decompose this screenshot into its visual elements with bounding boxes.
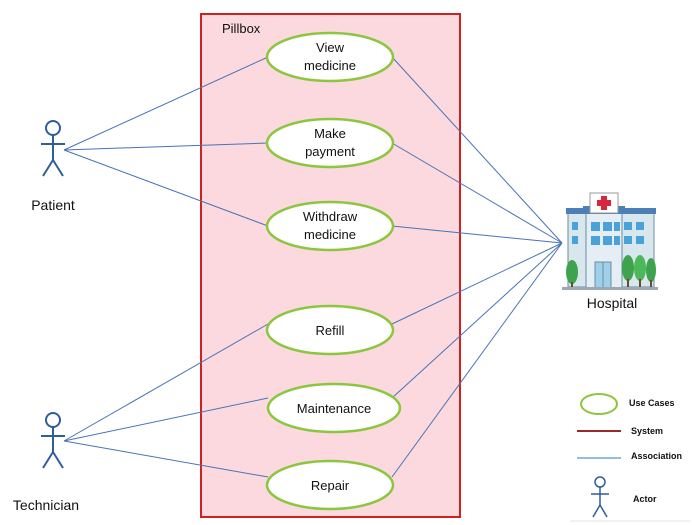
use-case-view-medicine: View medicine (265, 31, 395, 83)
association-technician-refill (63, 323, 269, 442)
use-case-repair-label: Repair (311, 478, 350, 493)
use-case-make-payment: Make payment (265, 117, 395, 169)
association-refill-hospital (391, 242, 563, 325)
hospital-icon (562, 192, 658, 290)
system-label: Pillbox (222, 21, 261, 36)
association-technician-repair (63, 440, 269, 478)
use-case-withdraw-medicine-line2: medicine (304, 227, 356, 242)
actor-technician-icon (45, 412, 61, 428)
use-case-refill: Refill (265, 304, 395, 356)
use-case-maintenance-label: Maintenance (297, 401, 371, 416)
association-repair-hospital (391, 242, 563, 478)
hospital-label: Hospital (587, 295, 638, 311)
association-maintenance-hospital (391, 242, 563, 399)
actor-patient-label: Patient (31, 197, 75, 213)
association-pay-hospital (391, 142, 563, 244)
association-patient-pay (63, 142, 269, 151)
actor-technician (41, 412, 65, 469)
use-case-view-medicine-line1: View (316, 40, 345, 55)
associations (63, 56, 563, 478)
use-case-withdraw-medicine-line1: Withdraw (303, 209, 358, 224)
use-case-make-payment-line2: payment (305, 144, 355, 159)
legend-actor-icon (591, 476, 609, 518)
actor-patient (41, 120, 65, 177)
use-case-withdraw-medicine: Withdraw medicine (265, 200, 395, 252)
use-case-view-medicine-line2: medicine (304, 58, 356, 73)
legend-actor-label: Actor (633, 494, 657, 504)
association-patient-view (63, 56, 269, 151)
legend-association-label: Association (631, 451, 682, 461)
use-case-refill-label: Refill (316, 323, 345, 338)
association-withdraw-hospital (391, 225, 563, 244)
legend: Use Cases System Association Actor (570, 393, 690, 522)
actor-patient-icon (45, 120, 61, 136)
association-technician-maintenance (63, 397, 269, 442)
association-view-hospital (391, 56, 563, 244)
use-case-make-payment-line1: Make (314, 126, 346, 141)
legend-use-case-symbol (580, 393, 618, 415)
use-case-maintenance: Maintenance (266, 382, 402, 434)
legend-use-cases-label: Use Cases (629, 398, 675, 408)
legend-system-label: System (631, 426, 663, 436)
actor-technician-label: Technician (13, 497, 79, 513)
use-case-repair: Repair (265, 459, 395, 511)
association-patient-withdraw (63, 149, 269, 227)
